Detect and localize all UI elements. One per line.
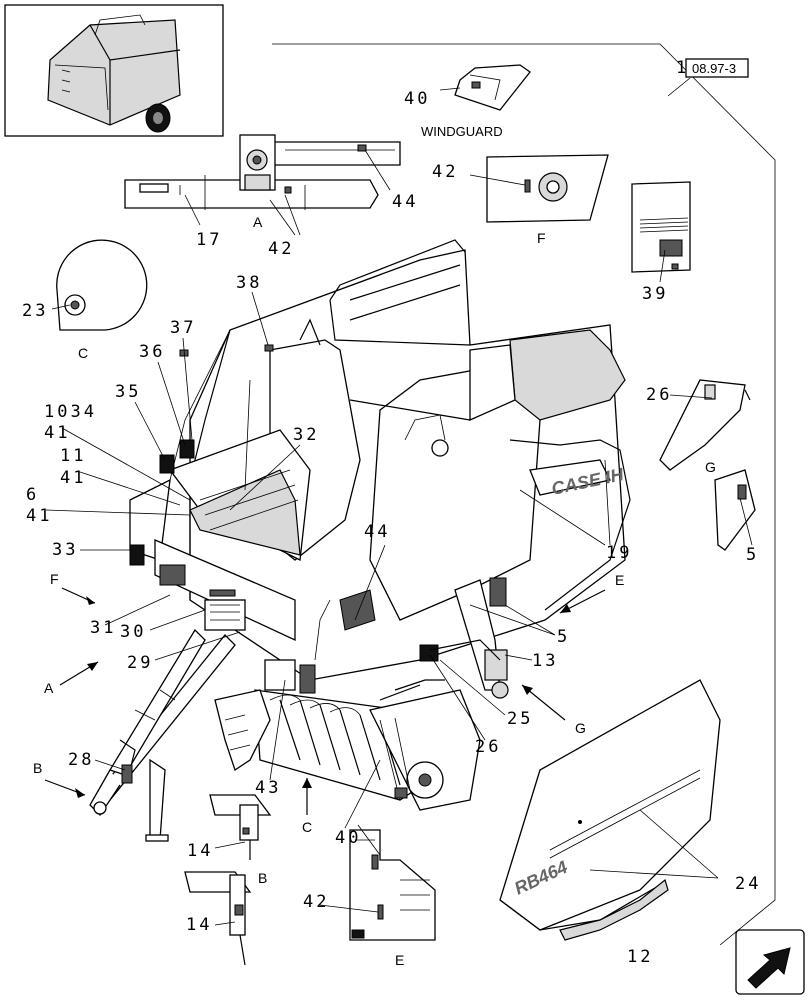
callout-37: 37 [170,318,196,338]
callout-39: 39 [642,284,668,304]
leader-1 [272,43,776,946]
callout-32: 32 [293,425,319,445]
detail-c-title: C [78,345,88,361]
next-page-arrow-icon[interactable] [735,929,805,995]
callout-44-mid: 44 [364,522,390,542]
callout-41-a: 41 [44,423,70,443]
callout-33: 33 [52,540,78,560]
callout-42-f: 42 [432,162,458,182]
detail-f-title: F [537,230,546,246]
callout-30: 30 [120,622,146,642]
callout-11: 11 [60,446,86,466]
arrow-a-label: A [44,680,54,696]
detail-c: 23 C [22,239,148,361]
callout-25: 25 [507,709,533,729]
tongue-hitch [89,628,236,842]
callout-14-a: 14 [187,841,213,861]
arrow-b-label: B [33,760,42,776]
callout-41-c: 41 [26,506,52,526]
callout-31: 31 [90,618,116,638]
callout-13: 13 [532,651,558,671]
windguard-title: WINDGUARD [421,124,503,139]
detail-b-title: B [258,870,267,886]
callout-24: 24 [735,874,761,894]
callout-26-g: 26 [646,385,672,405]
callout-5-g: 5 [746,545,759,565]
arrow-e-label: E [615,572,624,588]
callout-23: 23 [22,301,48,321]
arrow-g-label: G [575,720,586,736]
callout-1034: 1034 [44,402,97,422]
callout-38: 38 [236,273,262,293]
main-callouts: 38 37 36 35 1034 41 11 41 6 41 32 33 31 … [26,273,632,829]
detail-e-title: E [395,952,404,968]
detail-jack-a: 14 [187,794,272,861]
detail-a: 17 A 42 44 [124,134,418,259]
detail-b: B 14 [184,870,267,966]
callout-43: 43 [255,778,281,798]
callout-41-b: 41 [60,468,86,488]
detail-39-panel: 39 [631,181,691,304]
detail-f: 42 F [432,154,609,246]
callout-40-bot: 40 [335,828,361,848]
callout-26: 26 [475,737,501,757]
callout-6: 6 [26,485,39,505]
callout-1: 1 [676,58,689,78]
callout-42-a: 42 [268,239,294,259]
arrow-c-label: C [302,819,312,835]
callout-28: 28 [68,750,94,770]
callout-40-top: 40 [404,89,430,109]
view-arrows: F A B C E G [33,571,624,835]
detail-a-title: A [253,214,263,230]
detail-g-title-top: G [705,459,716,475]
ref-box [685,58,749,78]
arrow-f-label: F [50,571,59,587]
ref-box-label: 08.97-3 [692,61,736,76]
callout-17: 17 [196,230,222,250]
callout-19: 19 [606,543,632,563]
callout-35: 35 [115,382,141,402]
callout-42-e: 42 [303,892,329,912]
detail-e: 40 42 E [303,824,436,968]
windguard-detail: 40 WINDGUARD [404,64,531,139]
callout-29: 29 [127,653,153,673]
detail-g: 26 G 5 [646,379,759,565]
side-panel: RB464 24 12 [499,679,761,967]
baler-main-body: CASE IH [129,239,631,701]
callout-12: 12 [627,947,653,967]
callout-5-e: 5 [557,627,570,647]
callout-36: 36 [139,342,165,362]
callout-14-b: 14 [186,915,212,935]
pickup-rotor [214,659,481,811]
callout-44-top: 44 [392,192,418,212]
inset-thumbnail [4,4,224,137]
